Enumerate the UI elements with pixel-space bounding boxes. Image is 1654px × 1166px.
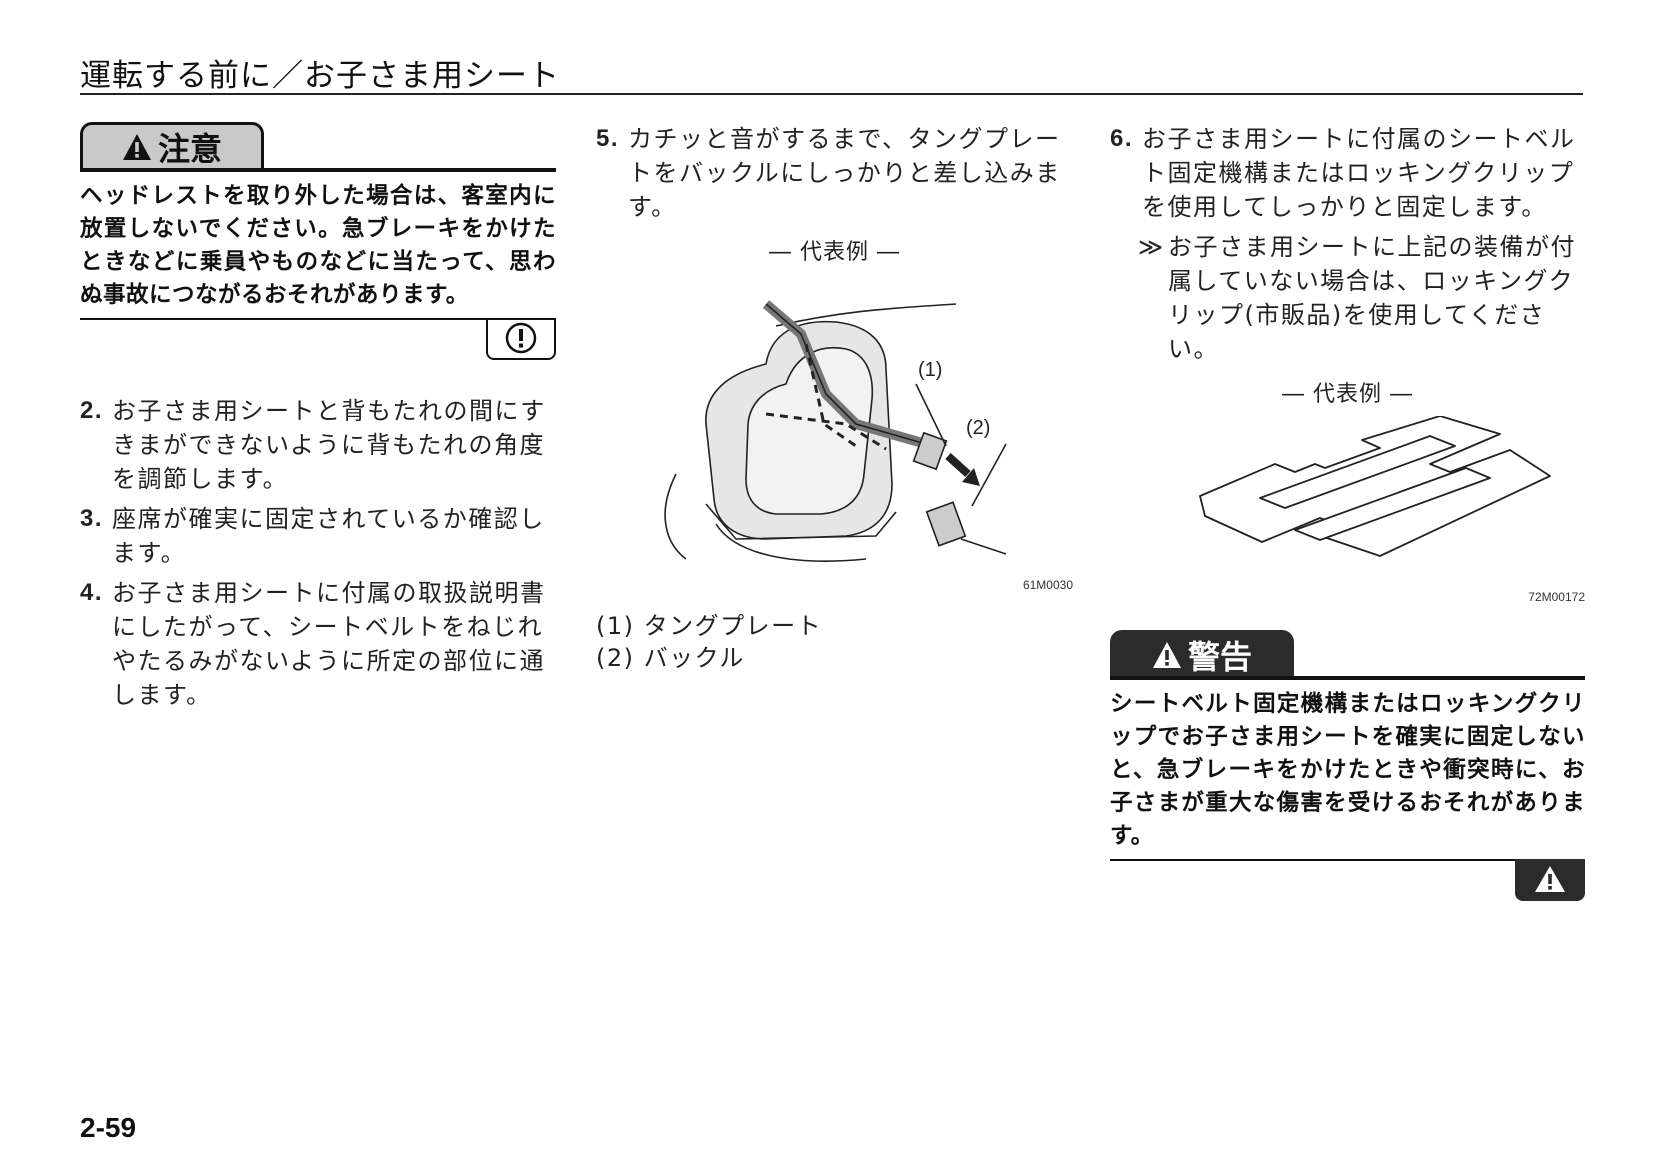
child-seat-illustration: (1) (2)	[664, 300, 1007, 562]
legend-item-buckle: (2) バックル	[596, 644, 745, 672]
figure2-caption: ― 代表例 ―	[1282, 382, 1413, 407]
figure1-legend: (1) タングプレート (2) バックル	[596, 610, 1073, 674]
warning-end	[1110, 859, 1585, 907]
caution-rule	[80, 168, 556, 172]
warning-triangle-icon	[122, 133, 151, 160]
header-rule	[80, 93, 1583, 95]
figure1-id: 61M0030	[1022, 578, 1073, 592]
callout-1: (1)	[918, 359, 942, 381]
step-text: お子さま用シートに付属のシートベルト固定機構またはロッキングクリップを使用してし…	[1142, 125, 1576, 221]
step-4: 4. お子さま用シートに付属の取扱説明書にしたがって、シートベルトをねじれやたる…	[80, 576, 556, 712]
warning-end-rule	[1110, 859, 1585, 861]
warning-triangle-icon	[1535, 866, 1565, 892]
step-text: お子さま用シートに付属の取扱説明書にしたがって、シートベルトをねじれやたるみがな…	[112, 579, 546, 709]
caution-label: 注意	[157, 129, 222, 168]
figure1-caption: ― 代表例 ―	[769, 240, 900, 265]
caution-text: ヘッドレストを取り外した場合は、客室内に放置しないでください。急ブレーキをかけた…	[80, 183, 556, 308]
step-2: 2. お子さま用シートと背もたれの間にすきまができないように背もたれの角度を調節…	[80, 394, 556, 496]
warning-triangle-icon	[1152, 641, 1181, 668]
warning-end-box	[1515, 859, 1585, 901]
step-text: お子さま用シートと背もたれの間にすきまができないように背もたれの角度を調節します…	[112, 397, 546, 493]
warning-text: シートベルト固定機構またはロッキングクリップでお子さま用シートを確実に固定しない…	[1110, 691, 1585, 849]
caution-end-box	[486, 318, 556, 360]
step-3: 3. 座席が確実に固定されているか確認します。	[80, 502, 556, 570]
step-number: 6.	[1110, 125, 1134, 152]
step-number: 3.	[80, 505, 104, 532]
warning-label: 警告	[1187, 637, 1252, 676]
warning-rule	[1110, 676, 1585, 680]
steps-list-left: 2. お子さま用シートと背もたれの間にすきまができないように背もたれの角度を調節…	[80, 394, 556, 712]
figure2-id: 72M00172	[1528, 590, 1585, 604]
column-middle: 5. カチッと音がするまで、タングプレートをバックルにしっかりと差し込みます。 …	[596, 122, 1073, 674]
note-mark: ≫	[1138, 233, 1165, 261]
step-number: 2.	[80, 397, 104, 424]
caution-end	[80, 318, 556, 366]
step-number: 5.	[596, 125, 620, 152]
step-text: 座席が確実に固定されているか確認します。	[112, 505, 545, 567]
column-left: 注意 ヘッドレストを取り外した場合は、客室内に放置しないでください。急ブレーキを…	[80, 122, 556, 718]
step-6: 6. お子さま用シートに付属のシートベルト固定機構またはロッキングクリップを使用…	[1110, 122, 1585, 224]
step-number: 4.	[80, 579, 104, 606]
caution-tab: 注意	[80, 122, 264, 168]
page-header-title: 運転する前に／お子さま用シート	[80, 58, 560, 94]
note-text: お子さま用シートに上記の装備が付属していない場合は、ロッキングクリップ(市販品)…	[1168, 233, 1576, 363]
step-5: 5. カチッと音がするまで、タングプレートをバックルにしっかりと差し込みます。	[596, 122, 1073, 224]
caution-end-rule	[80, 318, 556, 320]
caution-banner: 注意	[80, 122, 556, 174]
page-number: 2-59	[80, 1112, 137, 1143]
exclamation-circle-icon	[505, 322, 537, 354]
legend-item-tongue-plate: (1) タングプレート	[596, 612, 823, 640]
step6-note: ≫ お子さま用シートに上記の装備が付属していない場合は、ロッキングクリップ(市販…	[1110, 230, 1585, 366]
warning-banner: 警告	[1110, 630, 1585, 682]
callout-2: (2)	[966, 417, 990, 439]
warning-tab: 警告	[1110, 630, 1294, 676]
column-right: 6. お子さま用シートに付属のシートベルト固定機構またはロッキングクリップを使用…	[1110, 122, 1585, 907]
step-text: カチッと音がするまで、タングプレートをバックルにしっかりと差し込みます。	[628, 125, 1061, 221]
locking-clip-illustration	[1199, 415, 1551, 557]
